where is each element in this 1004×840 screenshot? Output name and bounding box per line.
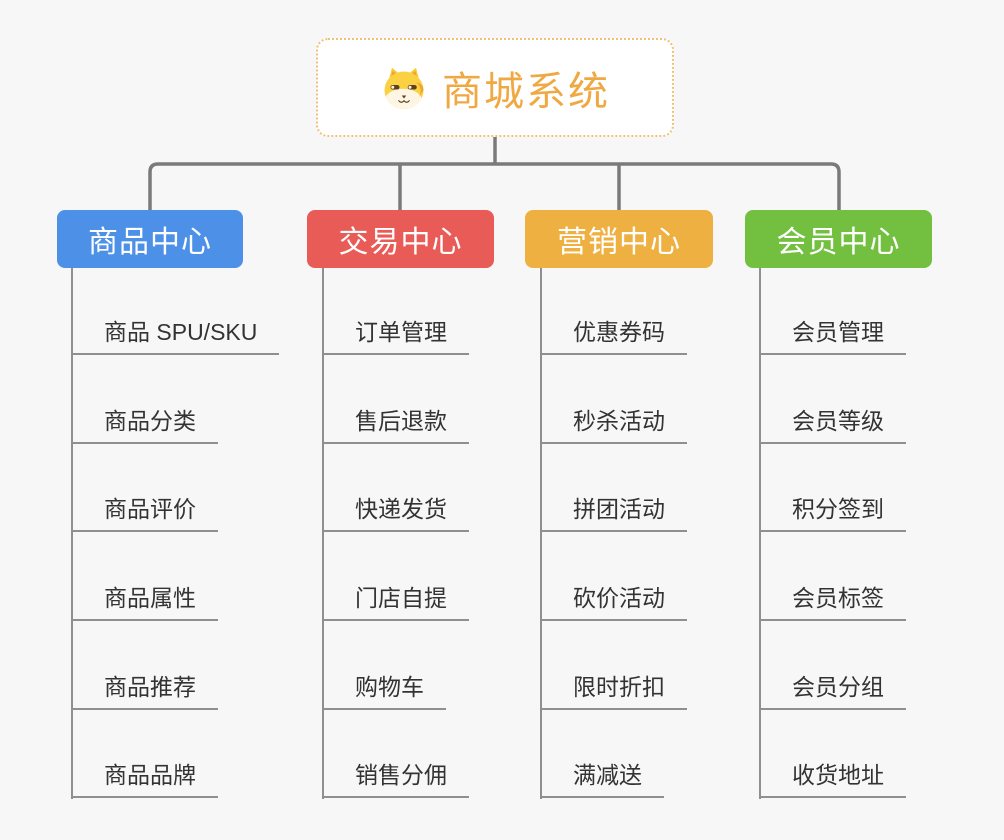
topic-node[interactable]: 商品分类	[71, 355, 218, 444]
branch-header-label: 会员中心	[776, 226, 901, 259]
branch-header-label: 交易中心	[338, 226, 463, 259]
topic-node[interactable]: 门店自提	[322, 532, 469, 622]
branch-header-trade-center[interactable]: 交易中心	[307, 210, 494, 268]
branch-header-label: 商品中心	[88, 226, 212, 259]
branch-column-marketing-center: 优惠券码 秒杀活动 拼团活动 砍价活动 限时折扣 满减送	[540, 268, 772, 799]
topic-node[interactable]: 会员等级	[759, 355, 906, 444]
root-node[interactable]: 商城系统	[316, 38, 674, 137]
topic-label: 收货地址	[759, 756, 906, 799]
topic-label: 商品品牌	[71, 756, 218, 799]
root-node-title: 商城系统	[442, 69, 610, 114]
topic-label: 限时折扣	[540, 668, 687, 710]
topic-node[interactable]: 积分签到	[759, 444, 906, 533]
topic-node[interactable]: 收货地址	[759, 710, 906, 799]
branch-header-product-center[interactable]: 商品中心	[57, 210, 243, 268]
topic-label: 门店自提	[322, 579, 469, 622]
topic-node[interactable]: 商品属性	[71, 532, 218, 622]
dog-face-icon	[384, 67, 424, 109]
topic-node[interactable]: 商品品牌	[71, 710, 218, 799]
topic-label: 砍价活动	[540, 579, 687, 622]
topic-label: 会员等级	[759, 402, 906, 444]
topic-label: 商品评价	[71, 490, 218, 533]
topic-node[interactable]: 商品评价	[71, 444, 218, 533]
topic-node[interactable]: 会员标签	[759, 532, 906, 622]
topic-label: 积分签到	[759, 490, 906, 533]
topic-label: 拼团活动	[540, 490, 687, 533]
topic-label: 商品属性	[71, 579, 218, 622]
topic-label: 秒杀活动	[540, 402, 687, 444]
topic-node[interactable]: 砍价活动	[540, 532, 687, 622]
topic-node[interactable]: 秒杀活动	[540, 355, 687, 444]
topic-label: 商品 SPU/SKU	[71, 313, 280, 355]
topic-node[interactable]: 售后退款	[322, 355, 469, 444]
topic-label: 购物车	[322, 668, 446, 710]
topic-label: 销售分佣	[322, 756, 469, 799]
branch-header-member-center[interactable]: 会员中心	[745, 210, 932, 268]
topic-node[interactable]: 快递发货	[322, 444, 469, 533]
topic-node[interactable]: 拼团活动	[540, 444, 687, 533]
topic-label: 商品推荐	[71, 668, 218, 710]
topic-label: 商品分类	[71, 402, 218, 444]
branch-header-label: 营销中心	[557, 226, 681, 259]
branch-column-member-center: 会员管理 会员等级 积分签到 会员标签 会员分组 收货地址	[759, 268, 991, 799]
topic-label: 订单管理	[322, 313, 469, 355]
topic-node[interactable]: 商品 SPU/SKU	[71, 268, 280, 355]
topic-node[interactable]: 订单管理	[322, 268, 469, 355]
branch-header-marketing-center[interactable]: 营销中心	[525, 210, 713, 268]
topic-label: 快递发货	[322, 490, 469, 533]
topic-label: 会员分组	[759, 668, 906, 710]
branch-column-trade-center: 订单管理 售后退款 快递发货 门店自提 购物车 销售分佣	[322, 268, 554, 799]
topic-label: 售后退款	[322, 402, 469, 444]
topic-node[interactable]: 优惠券码	[540, 268, 687, 355]
topic-label: 会员标签	[759, 579, 906, 622]
topic-label: 满减送	[540, 756, 664, 799]
topic-label: 优惠券码	[540, 313, 687, 355]
topic-node[interactable]: 购物车	[322, 621, 446, 710]
branch-column-product-center: 商品 SPU/SKU 商品分类 商品评价 商品属性 商品推荐 商品品牌	[71, 268, 303, 799]
topic-node[interactable]: 商品推荐	[71, 621, 218, 710]
topic-node[interactable]: 会员分组	[759, 621, 906, 710]
topic-label: 会员管理	[759, 313, 906, 355]
topic-node[interactable]: 会员管理	[759, 268, 906, 355]
topic-node[interactable]: 满减送	[540, 710, 664, 799]
topic-node[interactable]: 限时折扣	[540, 621, 687, 710]
topic-node[interactable]: 销售分佣	[322, 710, 469, 799]
